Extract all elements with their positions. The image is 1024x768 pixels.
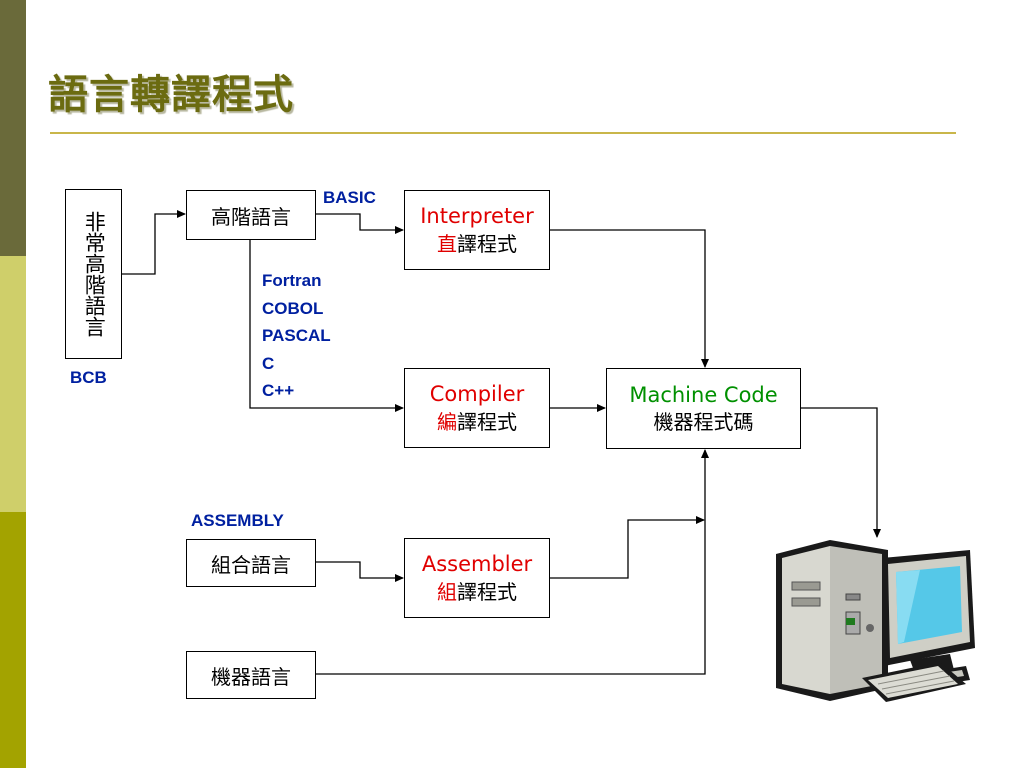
assembler-zh-prefix: 組 — [437, 579, 457, 604]
interpreter-zh-prefix: 直 — [437, 231, 457, 256]
arrow-interpreter-to-machine — [550, 229, 709, 368]
high-level-language-box: 高階語言 — [186, 190, 316, 240]
assembler-zh-rest: 譯程式 — [457, 579, 517, 604]
compiled-language-item: PASCAL — [262, 326, 331, 345]
very-high-level-language-box: 非常高階語言 — [65, 189, 122, 359]
bcb-label: BCB — [70, 368, 107, 387]
sidebar-band-light — [0, 256, 26, 512]
assembler-zh-label: 組譯程式 — [437, 579, 517, 605]
compiled-language-item: C — [262, 353, 275, 373]
compiled-language-item: Fortran — [262, 271, 322, 290]
arrow-assembler-to-machine — [550, 516, 705, 579]
machine-code-zh-label: 機器程式碼 — [653, 410, 754, 435]
interpreter-en-label: Interpreter — [420, 204, 534, 229]
assembler-en-label: Assembler — [421, 552, 533, 577]
compiler-zh-prefix: 編 — [437, 409, 457, 434]
arrow-hl-to-compiler — [249, 240, 404, 412]
arrow-asm-to-assembler — [316, 561, 404, 582]
arrow-ml-to-machine — [316, 449, 709, 675]
compiler-zh-rest: 譯程式 — [457, 409, 517, 434]
machine-language-text: 機器語言 — [211, 664, 291, 689]
arrow-vhl-to-hl — [122, 210, 186, 275]
basic-label: BASIC — [323, 188, 376, 207]
assembly-label: ASSEMBLY — [191, 511, 284, 530]
machine-code-box: Machine Code 機器程式碼 — [606, 368, 801, 449]
very-high-level-language-text: 非常高階語言 — [82, 211, 107, 337]
desktop-computer-icon — [776, 540, 975, 702]
title-divider — [50, 132, 956, 134]
compiled-language-item: C++ — [262, 381, 295, 400]
arrow-machine-to-computer — [801, 407, 881, 538]
sidebar-band-olive — [0, 512, 26, 768]
machine-code-en-label: Machine Code — [629, 382, 778, 407]
high-level-language-text: 高階語言 — [211, 204, 291, 229]
slide-title: 語言轉譯程式 — [48, 72, 294, 118]
compiled-languages-list: Fortran COBOL PASCAL C C++ — [262, 267, 331, 405]
interpreter-zh-rest: 譯程式 — [457, 231, 517, 256]
assembly-language-box: 組合語言 — [186, 539, 316, 587]
machine-language-box: 機器語言 — [186, 651, 316, 699]
assembly-language-text: 組合語言 — [211, 552, 291, 577]
arrow-hl-to-interpreter — [316, 213, 404, 234]
interpreter-box: Interpreter 直譯程式 — [404, 190, 550, 270]
sidebar-band-dark — [0, 0, 26, 256]
interpreter-zh-label: 直譯程式 — [437, 231, 517, 257]
compiler-box: Compiler 編譯程式 — [404, 368, 550, 448]
assembler-box: Assembler 組譯程式 — [404, 538, 550, 618]
compiler-zh-label: 編譯程式 — [437, 409, 517, 435]
compiled-language-item: COBOL — [262, 298, 324, 318]
slide-sidebar — [0, 0, 26, 768]
compiler-en-label: Compiler — [429, 382, 525, 407]
